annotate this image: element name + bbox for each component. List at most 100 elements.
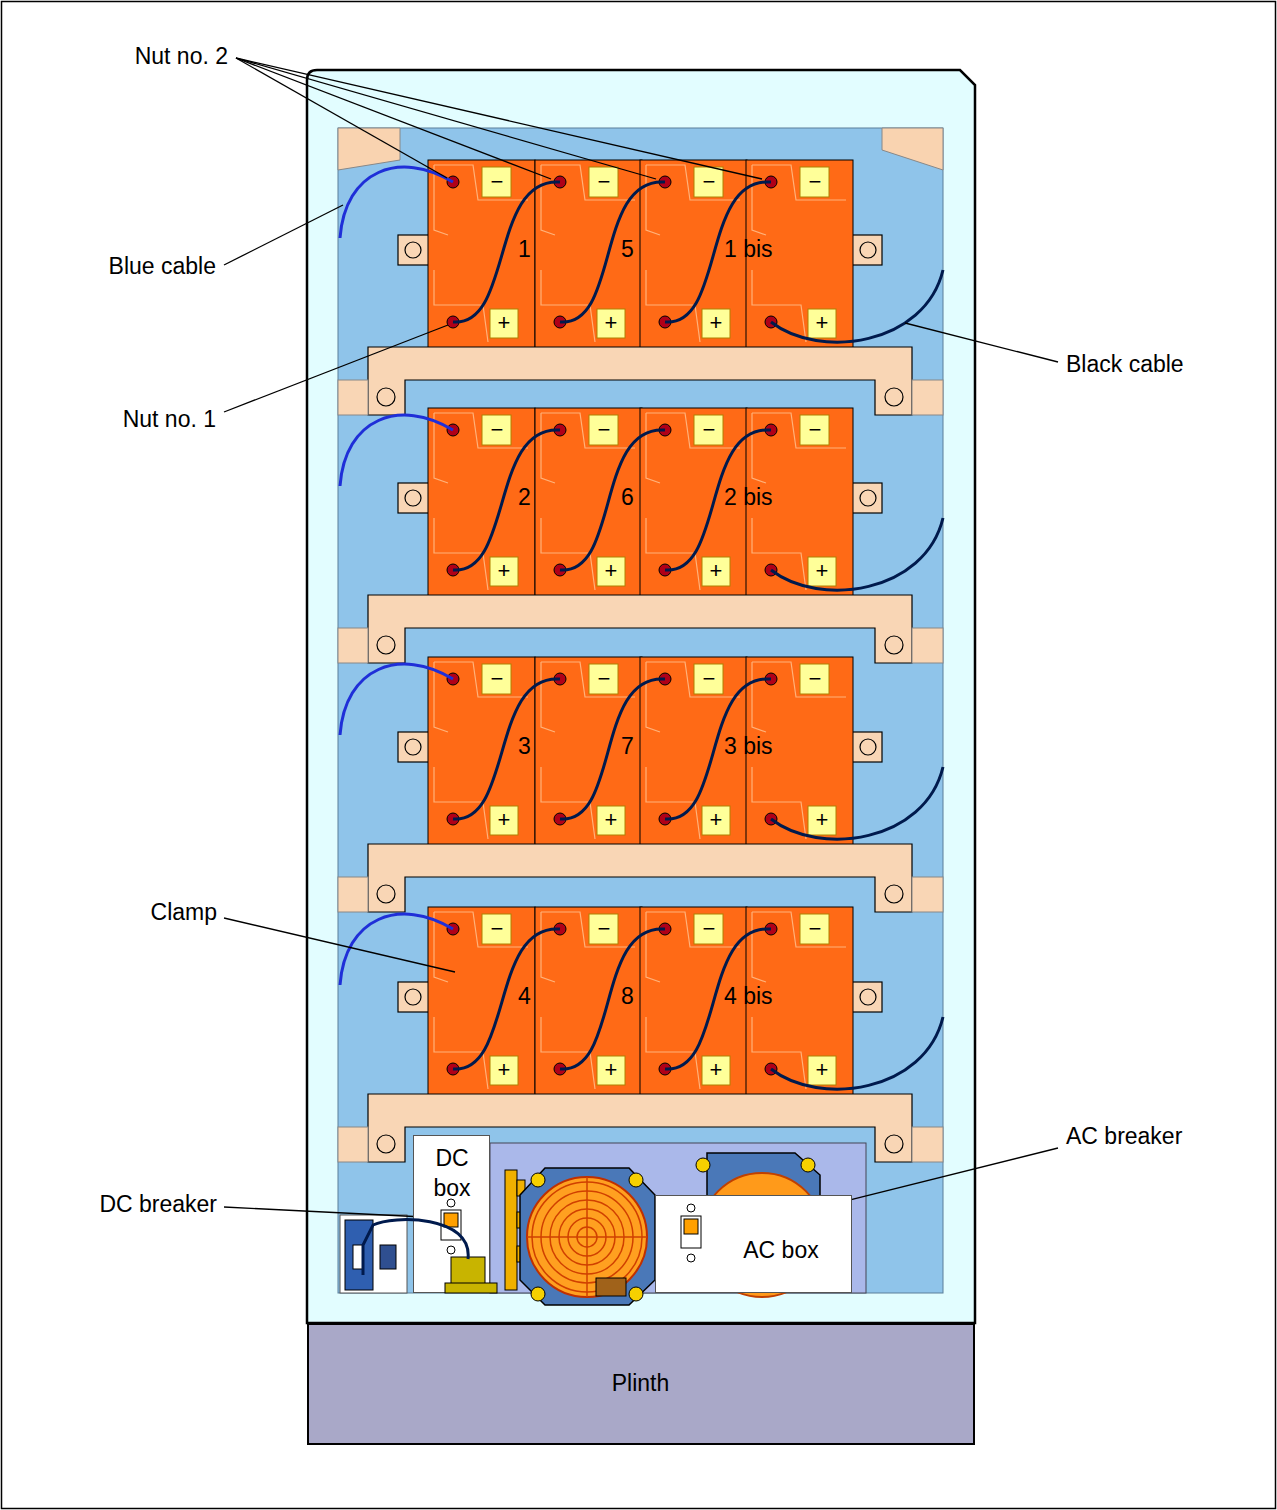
black-cable [771,767,943,839]
polarity-minus: − [695,416,723,444]
breaker-body [681,1216,701,1248]
plus-marker [702,557,730,586]
polarity-plus: + [808,557,836,585]
blue-cable [340,167,453,238]
polarity-plus: + [702,557,730,585]
battery-moulding [434,413,528,590]
polarity-plus: + [490,806,518,834]
screw [531,1173,545,1187]
polarity-plus: + [597,557,625,585]
callout-label: AC breaker [1066,1124,1182,1149]
leader-lines [224,58,1058,1238]
clamp-bolt [860,989,876,1005]
bracket-bolt [885,1135,903,1153]
polarity-minus: − [695,665,723,693]
bracket-bolt [377,1135,395,1153]
blue-cable [340,664,453,735]
polarity-plus: + [808,309,836,337]
bracket-bolt [885,388,903,406]
minus-marker [694,664,723,694]
polarity-minus: − [483,168,511,196]
plus-marker [808,309,836,338]
bracket [368,844,912,912]
callout-label: DC breaker [99,1192,217,1217]
bracket-bolt [377,885,395,903]
callout-label: Nut no. 2 [135,44,228,69]
screw [629,1287,643,1301]
polarity-minus: − [590,416,618,444]
screw [696,1158,710,1172]
battery-moulding [541,662,635,839]
polarity-minus: − [590,665,618,693]
minus-marker [482,415,511,445]
battery [535,657,642,845]
polarity-plus: + [490,309,518,337]
fan-connector [596,1278,626,1296]
callout-label: Clamp [151,900,217,925]
bracket-tab [912,1127,943,1162]
battery-moulding [434,165,528,342]
clamp-bolt [405,242,421,258]
polarity-minus: − [801,168,829,196]
battery [535,907,642,1095]
minus-marker [800,914,829,944]
plus-marker [490,806,518,835]
clamp: 484 bis [398,982,882,1012]
polarity-plus: + [597,309,625,337]
minus-marker [800,664,829,694]
plus-marker [808,806,836,835]
battery [535,160,642,348]
plus-marker [702,806,730,835]
bracket-tab [338,380,368,415]
plus-marker [808,557,836,586]
clamp-number: 4 [518,984,531,1009]
fan-plate [520,1168,655,1305]
polarity-plus: + [808,806,836,834]
series-cable [453,679,560,819]
minus-marker [482,664,511,694]
minus-marker [589,664,618,694]
minus-marker [482,914,511,944]
bracket-tab [338,628,368,663]
clamp-bolt [405,739,421,755]
clamp-number: 8 [621,984,634,1009]
fan [527,1173,647,1301]
leader-line [224,325,448,412]
leader-line [224,918,455,972]
clamp-number: 3 bis [724,734,773,759]
polarity-minus: − [695,168,723,196]
bracket-bolt [885,636,903,654]
blue-cable [340,415,453,486]
minus-marker [694,415,723,445]
series-cable [453,929,560,1069]
minus-marker [800,167,829,197]
battery-moulding [541,912,635,1089]
minus-marker [694,914,723,944]
bracket-tab [338,1127,368,1162]
callout-label: Blue cable [109,254,216,279]
polarity-minus: − [695,915,723,943]
clamp-bolt [405,490,421,506]
minus-marker [589,415,618,445]
fan-rail [505,1170,517,1290]
fan-blade [527,1177,647,1297]
leader-line [236,58,656,179]
polarity-plus: + [808,1056,836,1084]
bracket-bolt [377,388,395,406]
polarity-minus: − [801,915,829,943]
plus-marker [702,1056,730,1085]
clamp-bolt [860,739,876,755]
polarity-plus: + [702,309,730,337]
plus-marker [597,309,625,338]
battery-moulding [541,413,635,590]
black-cable [771,1017,943,1089]
series-cable [453,430,560,570]
cable-gland [445,1283,497,1293]
bracket-bolt [885,885,903,903]
screw [447,1246,455,1254]
cabinet-housing [307,70,975,1323]
screw [687,1254,695,1262]
leader-line [236,58,447,178]
series-cable [560,679,665,819]
